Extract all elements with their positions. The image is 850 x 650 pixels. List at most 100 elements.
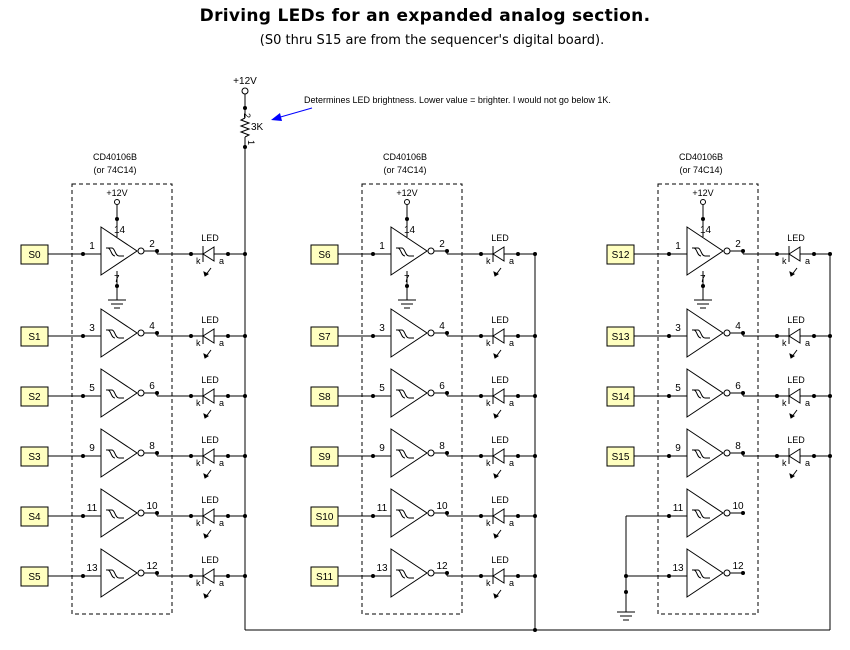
led-label: LED	[491, 555, 509, 565]
supply-terminal	[241, 87, 249, 95]
junction-dot	[516, 334, 520, 338]
junction-dot	[226, 514, 230, 518]
input-label: S7	[318, 332, 331, 343]
junction-dot	[533, 628, 537, 632]
vcc-pin-label: 14	[700, 225, 712, 236]
junction-dot	[479, 334, 483, 338]
junction-dot	[371, 514, 375, 518]
gate-input-pin: 5	[89, 383, 95, 394]
input-label: S4	[28, 512, 41, 523]
led-anode-label: a	[805, 338, 810, 348]
junction-dot	[479, 574, 483, 578]
led-anode-label: a	[509, 578, 514, 588]
led-cathode-label: k	[196, 338, 201, 348]
gate-output-pin: 10	[732, 501, 744, 512]
hysteresis-icon	[692, 329, 710, 339]
chip-name: CD40106B	[679, 152, 723, 162]
junction-dot	[667, 252, 671, 256]
junction-dot	[479, 454, 483, 458]
resistor-annotation: Determines LED brightness. Lower value =…	[304, 95, 611, 105]
junction-dot	[189, 454, 193, 458]
hysteresis-icon	[396, 509, 414, 519]
junction-dot	[667, 514, 671, 518]
gate-input-pin: 1	[379, 241, 385, 252]
inverter-bubble	[723, 329, 731, 337]
vcc-pin-label: 14	[114, 225, 126, 236]
junction-dot	[81, 454, 85, 458]
led-cathode-label: k	[486, 578, 491, 588]
light-emission-icon	[493, 469, 502, 479]
input-label: S1	[28, 332, 41, 343]
hysteresis-icon	[692, 449, 710, 459]
schmitt-inverter-icon	[686, 226, 724, 276]
gnd-pin-label: 7	[700, 274, 706, 285]
junction-dot	[371, 454, 375, 458]
led-label: LED	[787, 435, 805, 445]
junction-dot	[405, 284, 409, 288]
led-icon	[492, 328, 505, 344]
chip-vcc-label: +12V	[692, 188, 713, 198]
inverter-bubble	[137, 389, 145, 397]
hysteresis-icon	[106, 247, 124, 257]
junction-dot	[516, 252, 520, 256]
led-cathode-label: k	[486, 518, 491, 528]
inverter-bubble	[723, 247, 731, 255]
led-anode-label: a	[219, 338, 224, 348]
led-label: LED	[491, 435, 509, 445]
gate-input-pin: 13	[376, 563, 388, 574]
gate-output-pin: 12	[436, 561, 448, 572]
led-cathode-label: k	[782, 458, 787, 468]
chip-name: CD40106B	[93, 152, 137, 162]
gate-output-pin: 4	[735, 321, 741, 332]
gate-output-pin: 6	[439, 381, 445, 392]
schmitt-inverter-icon	[686, 488, 724, 538]
led-cathode-label: k	[196, 256, 201, 266]
input-label: S12	[612, 250, 630, 261]
input-label: S8	[318, 392, 331, 403]
schmitt-inverter-icon	[100, 428, 138, 478]
led-label: LED	[201, 375, 219, 385]
light-emission-icon	[493, 349, 502, 359]
junction-dot	[701, 217, 705, 221]
chip-vcc-label: +12V	[106, 188, 127, 198]
schmitt-inverter-icon	[390, 428, 428, 478]
hysteresis-icon	[106, 569, 124, 579]
gate-output-pin: 10	[146, 501, 158, 512]
schmitt-inverter-icon	[100, 548, 138, 598]
gate-input-pin: 11	[87, 503, 98, 514]
junction-dot	[189, 252, 193, 256]
junction-dot	[226, 252, 230, 256]
hysteresis-icon	[396, 247, 414, 257]
led-anode-label: a	[805, 256, 810, 266]
junction-dot	[624, 590, 628, 594]
led-anode-label: a	[219, 518, 224, 528]
junction-dot	[115, 217, 119, 221]
junction-dot	[516, 514, 520, 518]
junction-dot	[189, 574, 193, 578]
light-emission-icon	[203, 349, 212, 359]
gate-input-pin: 11	[377, 503, 388, 514]
hysteresis-icon	[106, 509, 124, 519]
led-icon	[202, 508, 215, 524]
inverter-bubble	[723, 509, 731, 517]
input-label: S6	[318, 250, 331, 261]
vcc-terminal	[404, 199, 410, 205]
junction-dot	[775, 394, 779, 398]
junction-dot	[226, 334, 230, 338]
led-label: LED	[201, 233, 219, 243]
schmitt-inverter-icon	[100, 226, 138, 276]
input-label: S13	[612, 332, 630, 343]
led-label: LED	[491, 375, 509, 385]
hysteresis-icon	[692, 509, 710, 519]
input-label: S5	[28, 572, 41, 583]
led-icon	[788, 388, 801, 404]
led-anode-label: a	[805, 398, 810, 408]
light-emission-icon	[203, 469, 212, 479]
junction-dot	[81, 394, 85, 398]
